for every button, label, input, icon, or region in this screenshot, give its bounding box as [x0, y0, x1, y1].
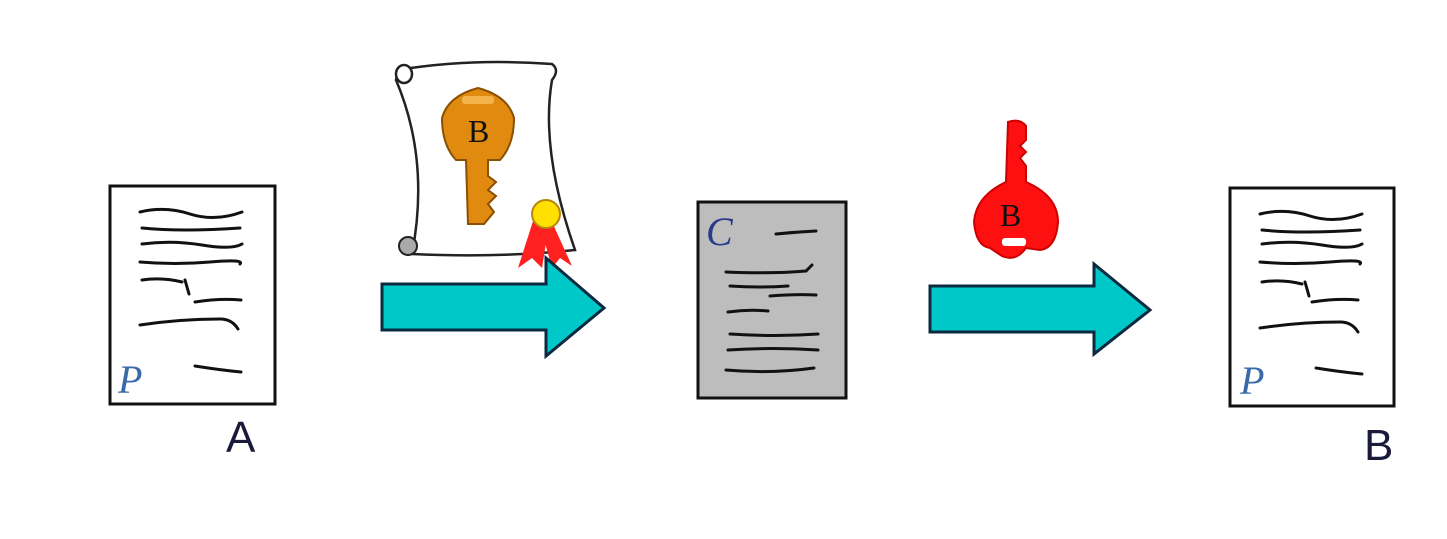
plaintext-document-left: P	[108, 184, 277, 406]
document-sheet	[1228, 186, 1396, 408]
public-key-label: B	[468, 113, 489, 149]
private-key-label: B	[1000, 197, 1021, 233]
public-key-icon	[440, 86, 516, 225]
scroll-roll-bottom	[398, 236, 418, 256]
document-sheet	[108, 184, 277, 406]
text-scribbles	[138, 207, 244, 374]
ciphertext-label: C	[706, 209, 734, 254]
sender-label: A	[226, 413, 256, 462]
decrypt-arrow	[928, 260, 1153, 358]
scroll-roll-top	[394, 63, 414, 85]
public-key-certificate: B	[394, 60, 577, 268]
plaintext-label: P	[117, 357, 142, 402]
plaintext-label: P	[1239, 358, 1264, 403]
private-key-icon	[972, 119, 1060, 259]
document-sheet	[696, 200, 848, 400]
plaintext-document-right: P	[1228, 186, 1396, 408]
encrypt-arrow	[380, 254, 607, 360]
seal-icon	[518, 199, 572, 268]
text-scribbles	[1258, 209, 1364, 376]
receiver-label: B	[1364, 421, 1393, 470]
text-scribbles	[724, 229, 820, 374]
ciphertext-document: C	[696, 200, 848, 400]
